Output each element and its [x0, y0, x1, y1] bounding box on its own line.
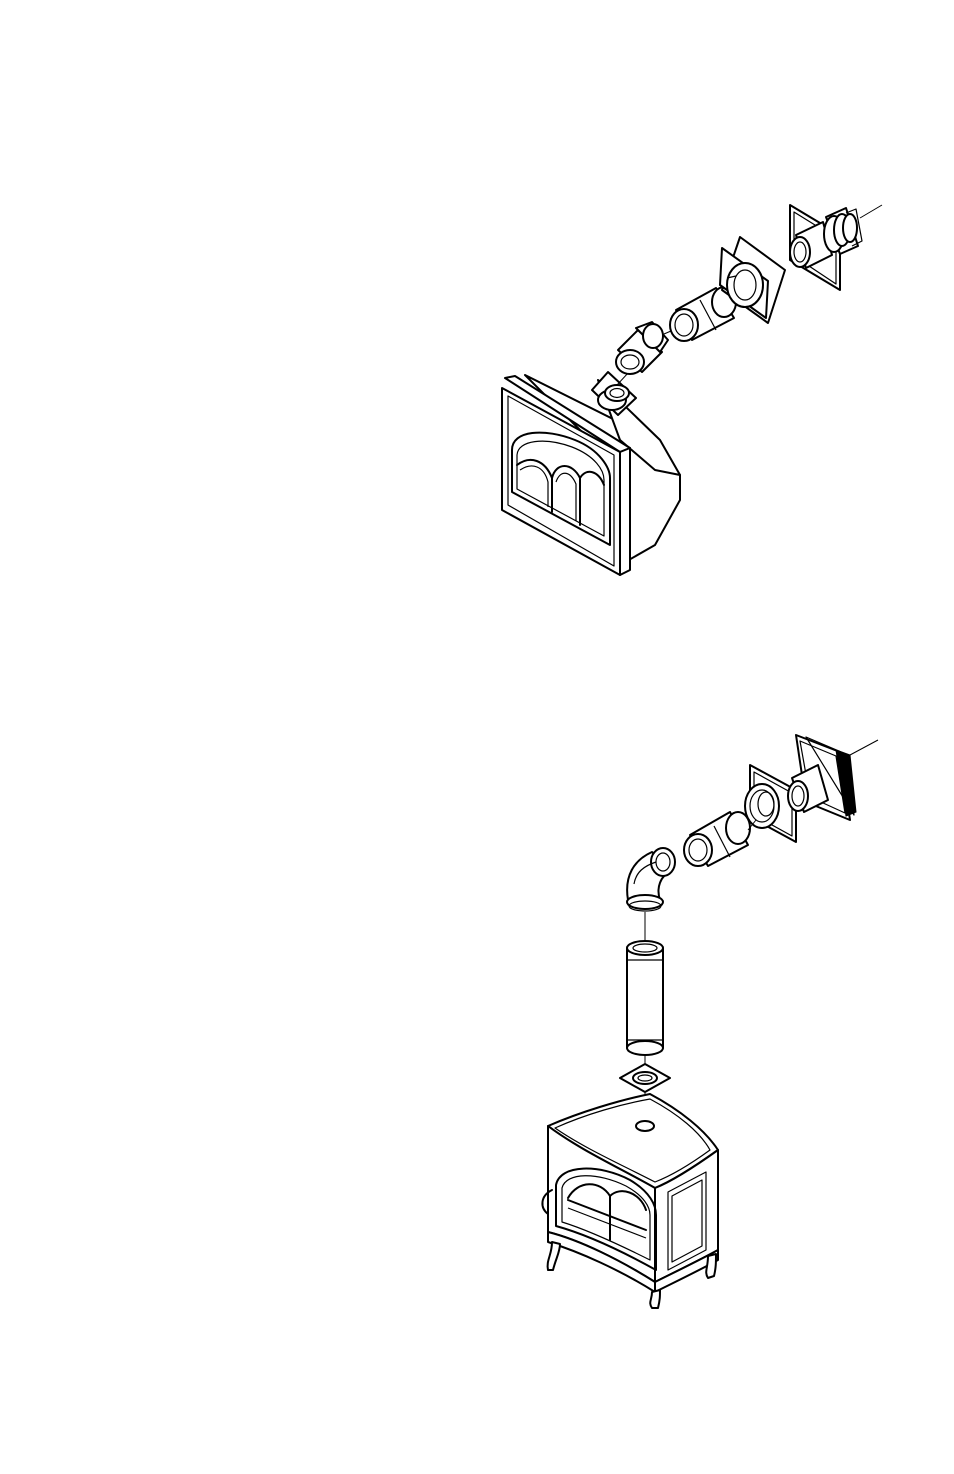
figure-stove-vertical-vent	[542, 735, 878, 1308]
vertical-pipe	[627, 941, 663, 1068]
figure-insert-horizontal-vent	[502, 205, 882, 575]
freestanding-stove	[542, 1094, 718, 1308]
elbow-45	[616, 322, 678, 374]
vent-pipe-2	[684, 812, 756, 866]
termination-cap-1	[824, 205, 882, 254]
elbow-90	[627, 848, 675, 942]
fireplace-insert	[502, 375, 680, 575]
wall-thimble-2	[745, 784, 779, 828]
